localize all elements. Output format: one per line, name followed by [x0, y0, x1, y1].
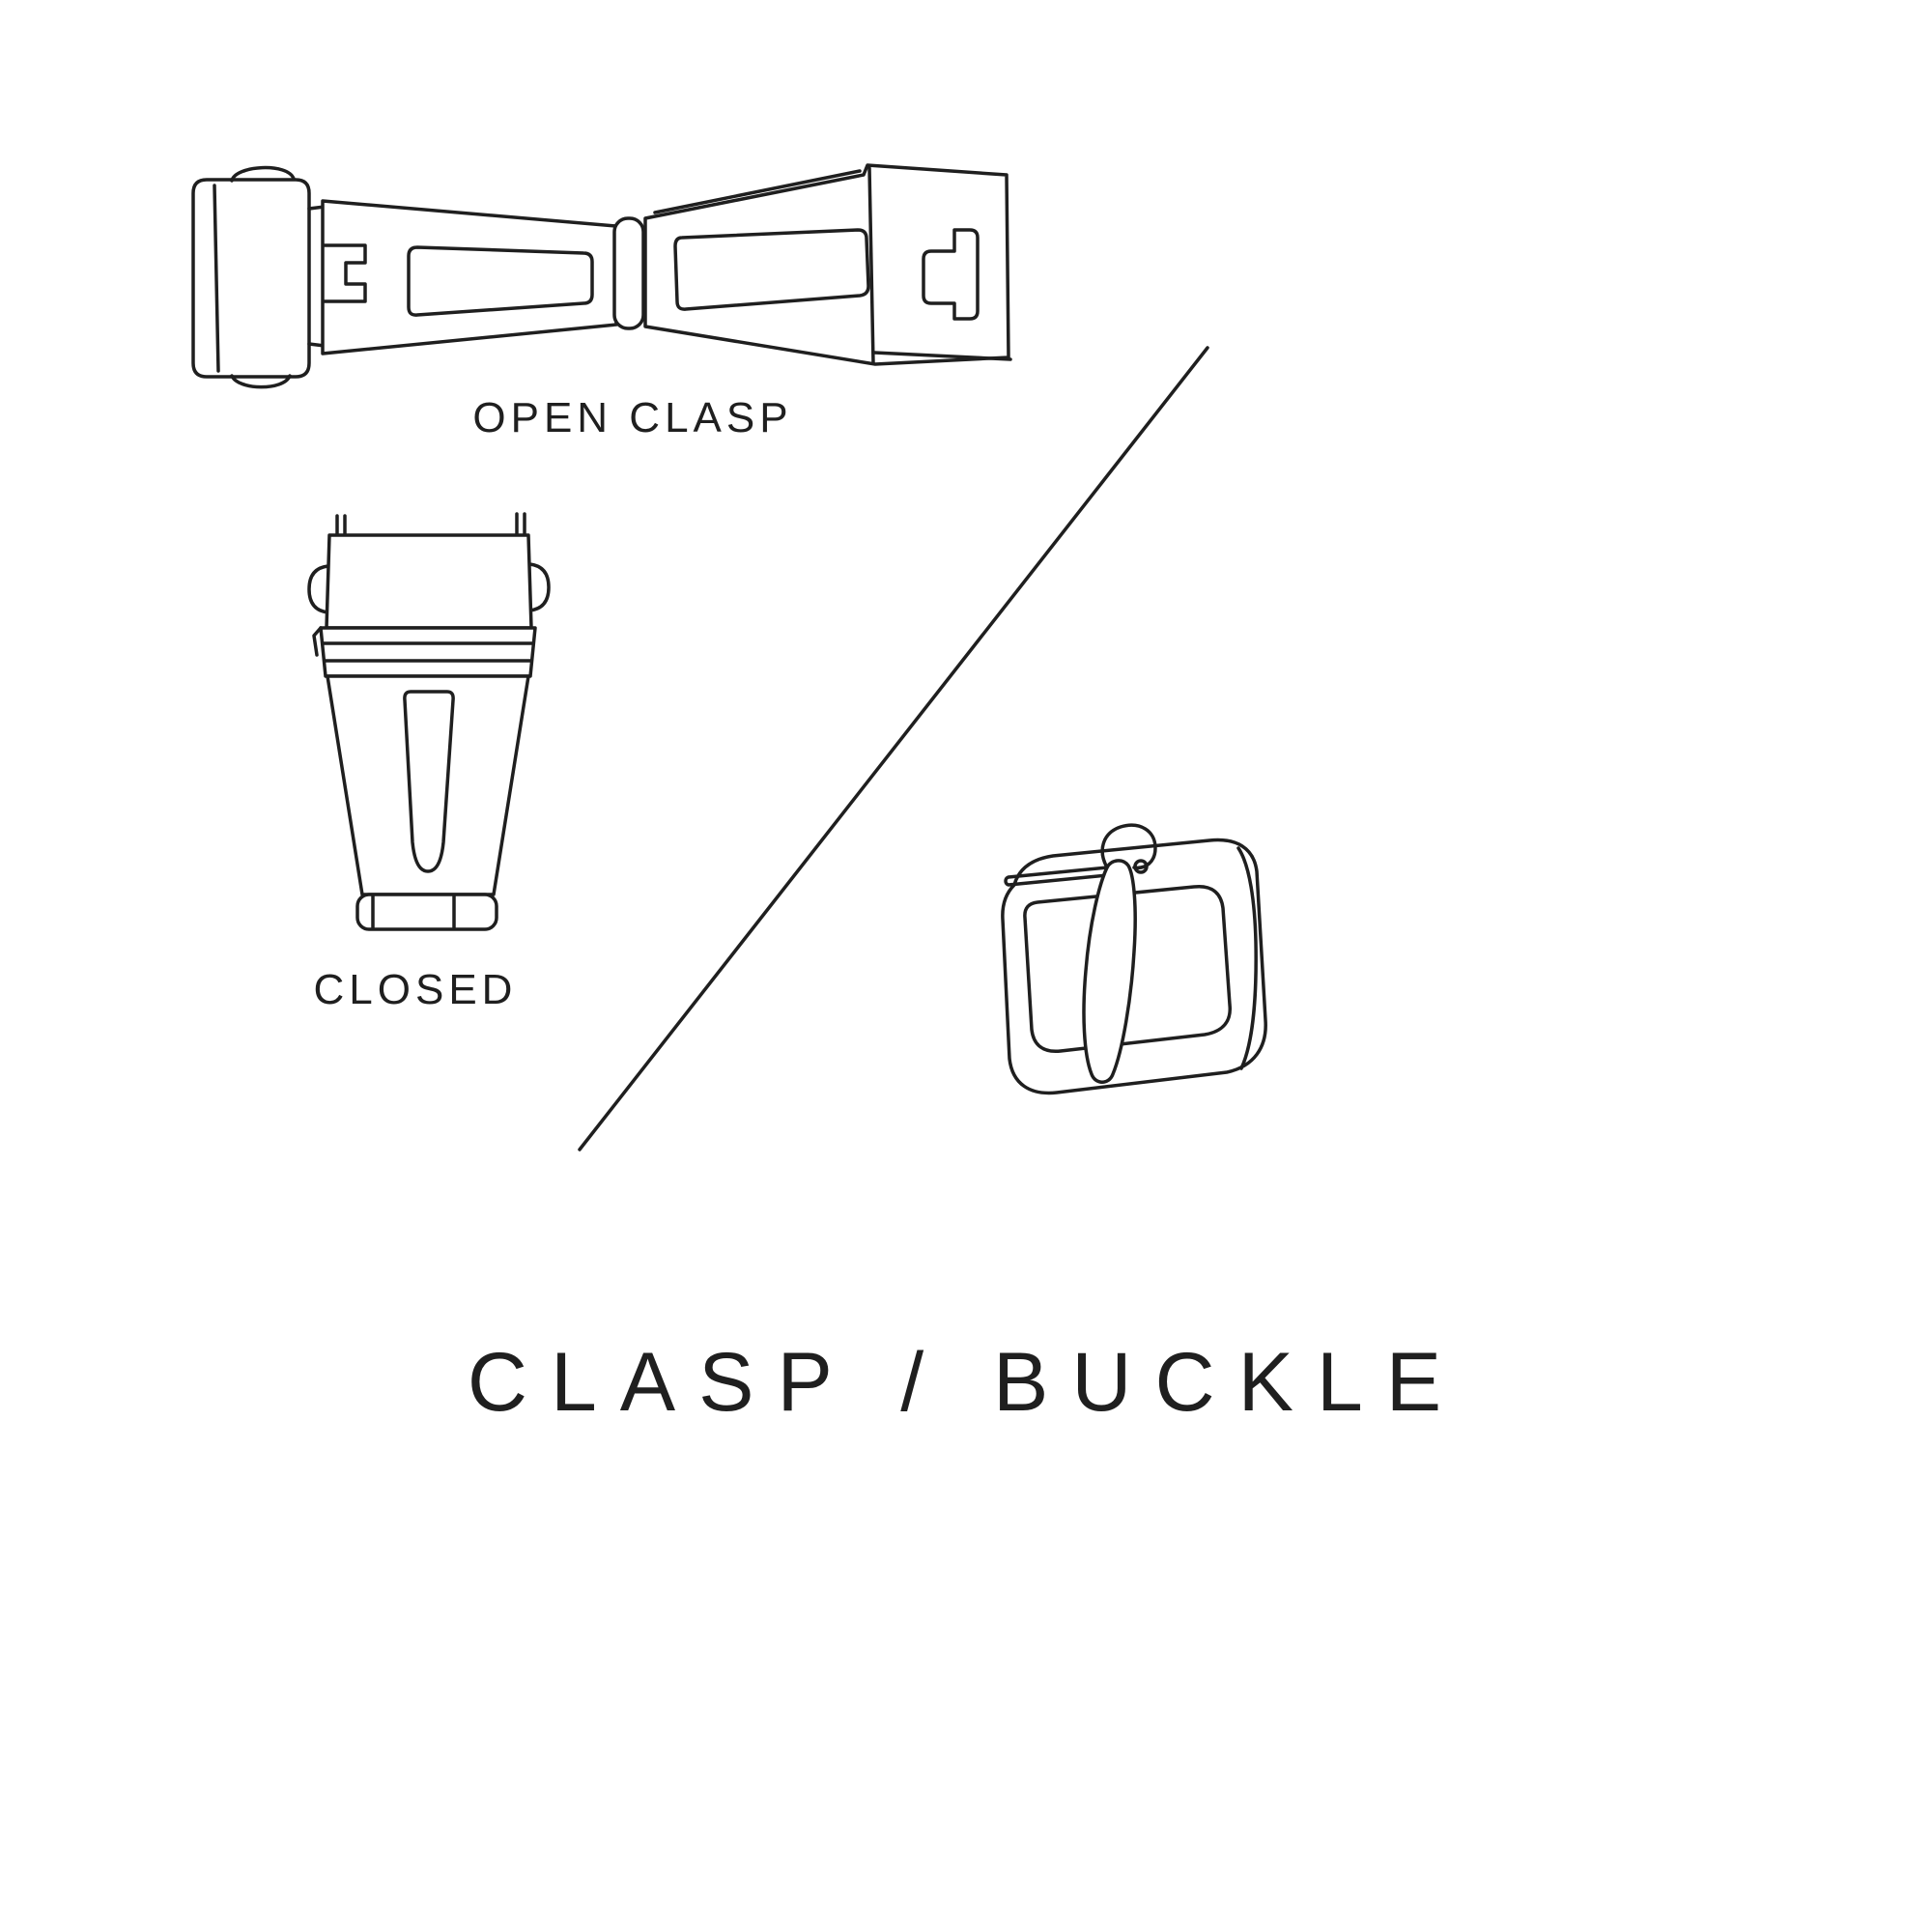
buckle-pin-shaft: [1082, 859, 1137, 1084]
open-clasp-left-fold-line: [213, 184, 220, 373]
buckle-pin-coil: [1133, 859, 1149, 874]
open-clasp-catch: [922, 228, 980, 321]
open-clasp-right-arm-inner: [673, 228, 870, 311]
buckle-pin-loop: [1100, 823, 1157, 870]
closed-clasp-slot: [403, 690, 455, 873]
closed-clasp-body: [326, 674, 530, 896]
open-clasp-right-arm: [643, 163, 1010, 366]
closed-clasp-illustration: [307, 512, 551, 931]
closed-clasp-prong-right: [515, 512, 526, 535]
open-clasp-right-seam: [867, 166, 875, 365]
buckle-crossbar: [1004, 866, 1109, 887]
closed-clasp-band-corner: [312, 626, 323, 657]
buckle-right-thickness-line: [1236, 846, 1258, 1070]
open-clasp-illustration: [191, 163, 1012, 389]
open-clasp-right-top-fold: [653, 169, 862, 214]
open-clasp-hinge: [612, 216, 645, 330]
closed-clasp-label: CLOSED: [313, 966, 518, 1013]
open-clasp-left-arm-inner: [407, 245, 594, 317]
open-clasp-left-cover: [191, 178, 311, 379]
buckle-inner-opening: [1023, 884, 1232, 1054]
closed-clasp-bottom-bar: [355, 893, 498, 931]
open-clasp-left-top-tab: [230, 165, 296, 183]
open-clasp-left-bottom-tab: [230, 374, 292, 389]
open-clasp-label: OPEN CLASP: [472, 394, 793, 441]
diagonal-divider-line: [578, 346, 1209, 1151]
open-clasp-left-hook: [323, 243, 367, 303]
closed-clasp-top-block: [325, 533, 533, 630]
closed-clasp-ear-left: [307, 564, 330, 614]
closed-clasp-band: [319, 626, 537, 678]
pin-buckle-illustration: [1001, 823, 1267, 1095]
closed-clasp-ear-right: [527, 562, 551, 612]
open-clasp-left-arm: [321, 199, 618, 355]
open-clasp-right-bottom-fold: [872, 351, 1012, 361]
page-title: CLASP / BUCKLE: [467, 1336, 1465, 1429]
closed-clasp-prong-left: [335, 514, 347, 537]
